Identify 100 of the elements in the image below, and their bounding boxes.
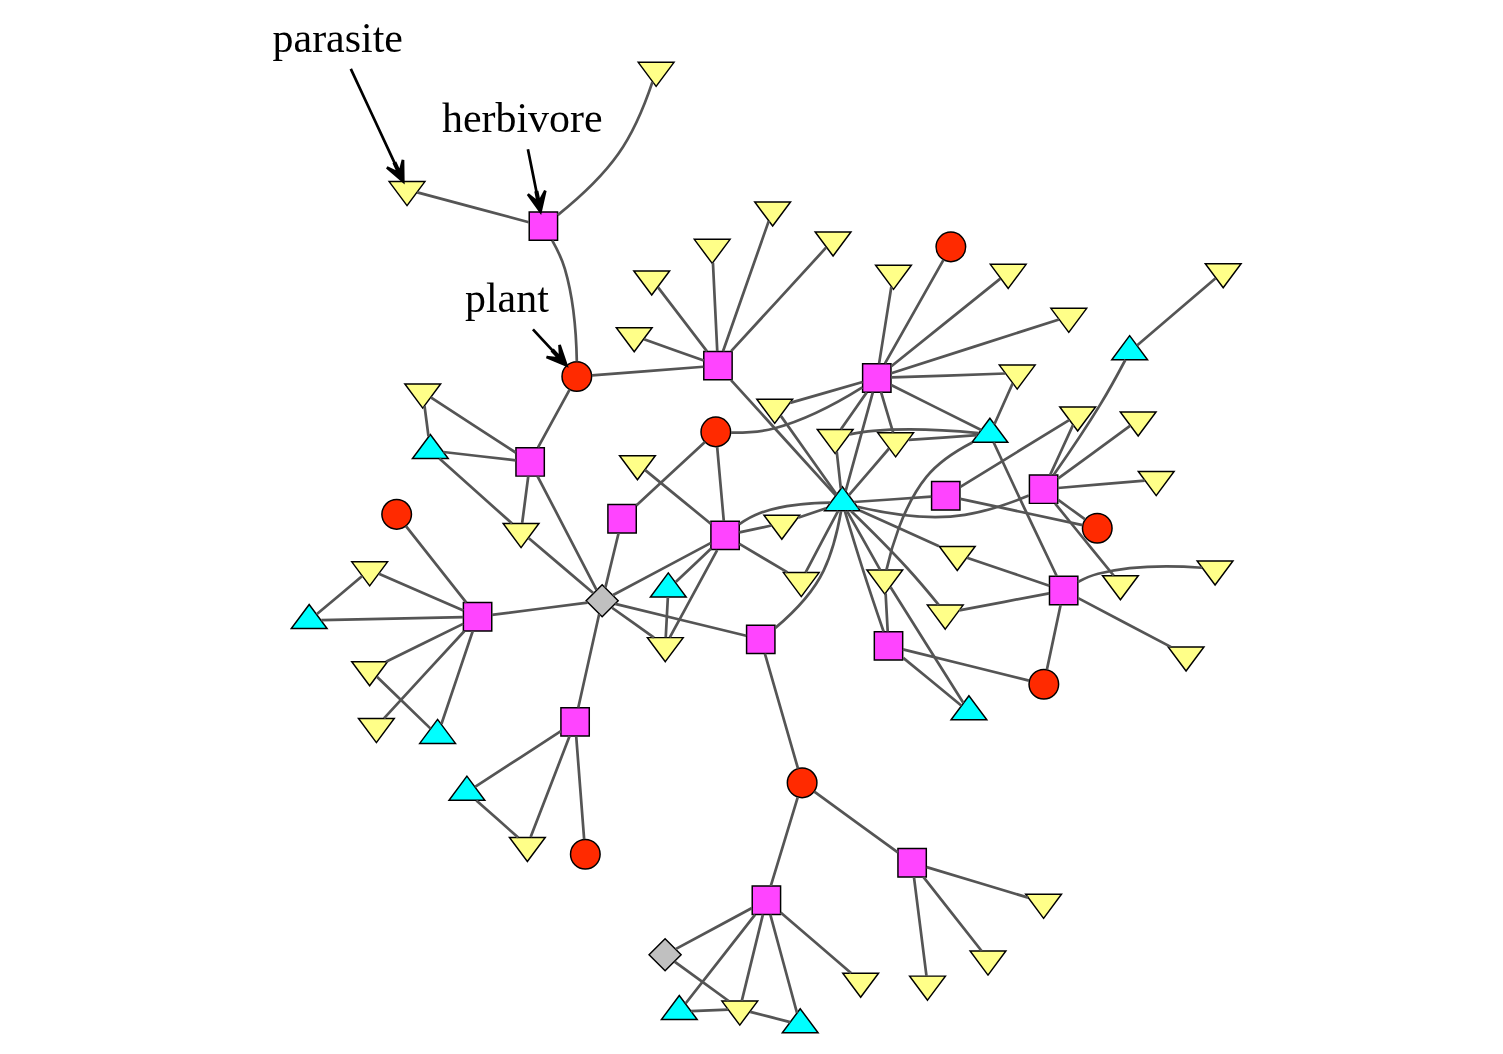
connector [529,735,571,838]
connector [1057,424,1132,480]
connector [527,536,595,595]
connector [835,451,843,489]
node-circle [935,231,967,263]
connector [902,656,963,707]
connector [404,525,468,604]
connector [536,475,598,591]
connector [1048,424,1075,476]
node-box [751,885,782,916]
connector [779,415,838,496]
connector [674,906,753,951]
connector [612,541,712,597]
node-triangle [403,383,443,410]
node-circle [786,767,818,799]
node-triangle [823,485,862,512]
node-triangle [949,694,989,721]
node-box [1048,575,1079,606]
node-triangle [618,455,657,482]
node-triangle [411,433,450,460]
node-text: herbivore [441,94,603,141]
node-triangle [350,661,389,688]
connector [902,648,1030,682]
connector [657,286,709,353]
connector [731,386,864,434]
node-text: plant [465,275,549,322]
connector [1077,596,1172,649]
node-triangle [753,201,792,228]
node-box [873,630,904,661]
connector [891,372,1006,379]
arrow [531,328,568,367]
connector [859,509,940,548]
connector [684,913,757,1005]
connector [738,501,831,526]
node-triangle [874,264,913,291]
connector [960,497,1083,527]
connector [378,572,464,612]
connector [804,510,840,573]
node-triangle [350,561,389,588]
connector [889,586,965,704]
connector [763,653,800,769]
connector [520,476,530,524]
node-triangle [937,545,977,572]
connector [890,277,1002,368]
node-circle [700,416,732,448]
node-box [607,503,637,534]
node-box [703,350,733,381]
connector [813,790,899,854]
node-box [745,624,776,655]
connector [643,338,705,362]
node-box [560,706,590,737]
connector [383,630,466,720]
connector [926,865,1029,899]
node-triangle [447,774,487,801]
connector [884,593,890,632]
connector [1052,359,1127,476]
node-triangle [876,432,915,459]
connector [992,441,1058,577]
node-diamond [648,937,683,972]
node-triangle [970,417,1010,444]
connector [769,914,799,1014]
node-triangle [357,717,396,744]
connector [966,556,1050,587]
connector [475,799,520,839]
node-triangle [418,718,457,745]
node-circle [1081,512,1113,544]
connector [885,441,973,571]
connector [850,510,940,606]
connector [577,613,601,708]
connector [877,286,893,364]
node-triangle [614,327,654,354]
node-circle [381,498,413,530]
node-triangle [813,231,853,258]
connector [604,532,620,588]
node-triangle [1136,470,1176,497]
connector [1136,277,1217,347]
connector [774,510,843,629]
connector [1045,604,1062,670]
connector [839,391,868,431]
connector [730,246,828,353]
node-circle [569,838,601,870]
connector [416,191,530,224]
node-triangle [908,975,947,1002]
node-triangle [841,972,881,999]
node-box [1028,474,1059,505]
node-triangle [659,994,699,1021]
node-triangle [1101,575,1140,602]
connector [730,379,837,497]
connector [536,389,571,449]
node-triangle [648,571,688,598]
node-triangle [508,836,547,863]
connector [845,510,882,571]
node-triangle [645,636,685,663]
node-diamond [585,583,620,618]
node-triangle [1195,560,1235,587]
node-box [528,211,559,242]
node-triangle [925,604,965,631]
node-box [930,480,961,511]
node-triangle [1203,263,1243,290]
node-triangle [632,270,672,297]
